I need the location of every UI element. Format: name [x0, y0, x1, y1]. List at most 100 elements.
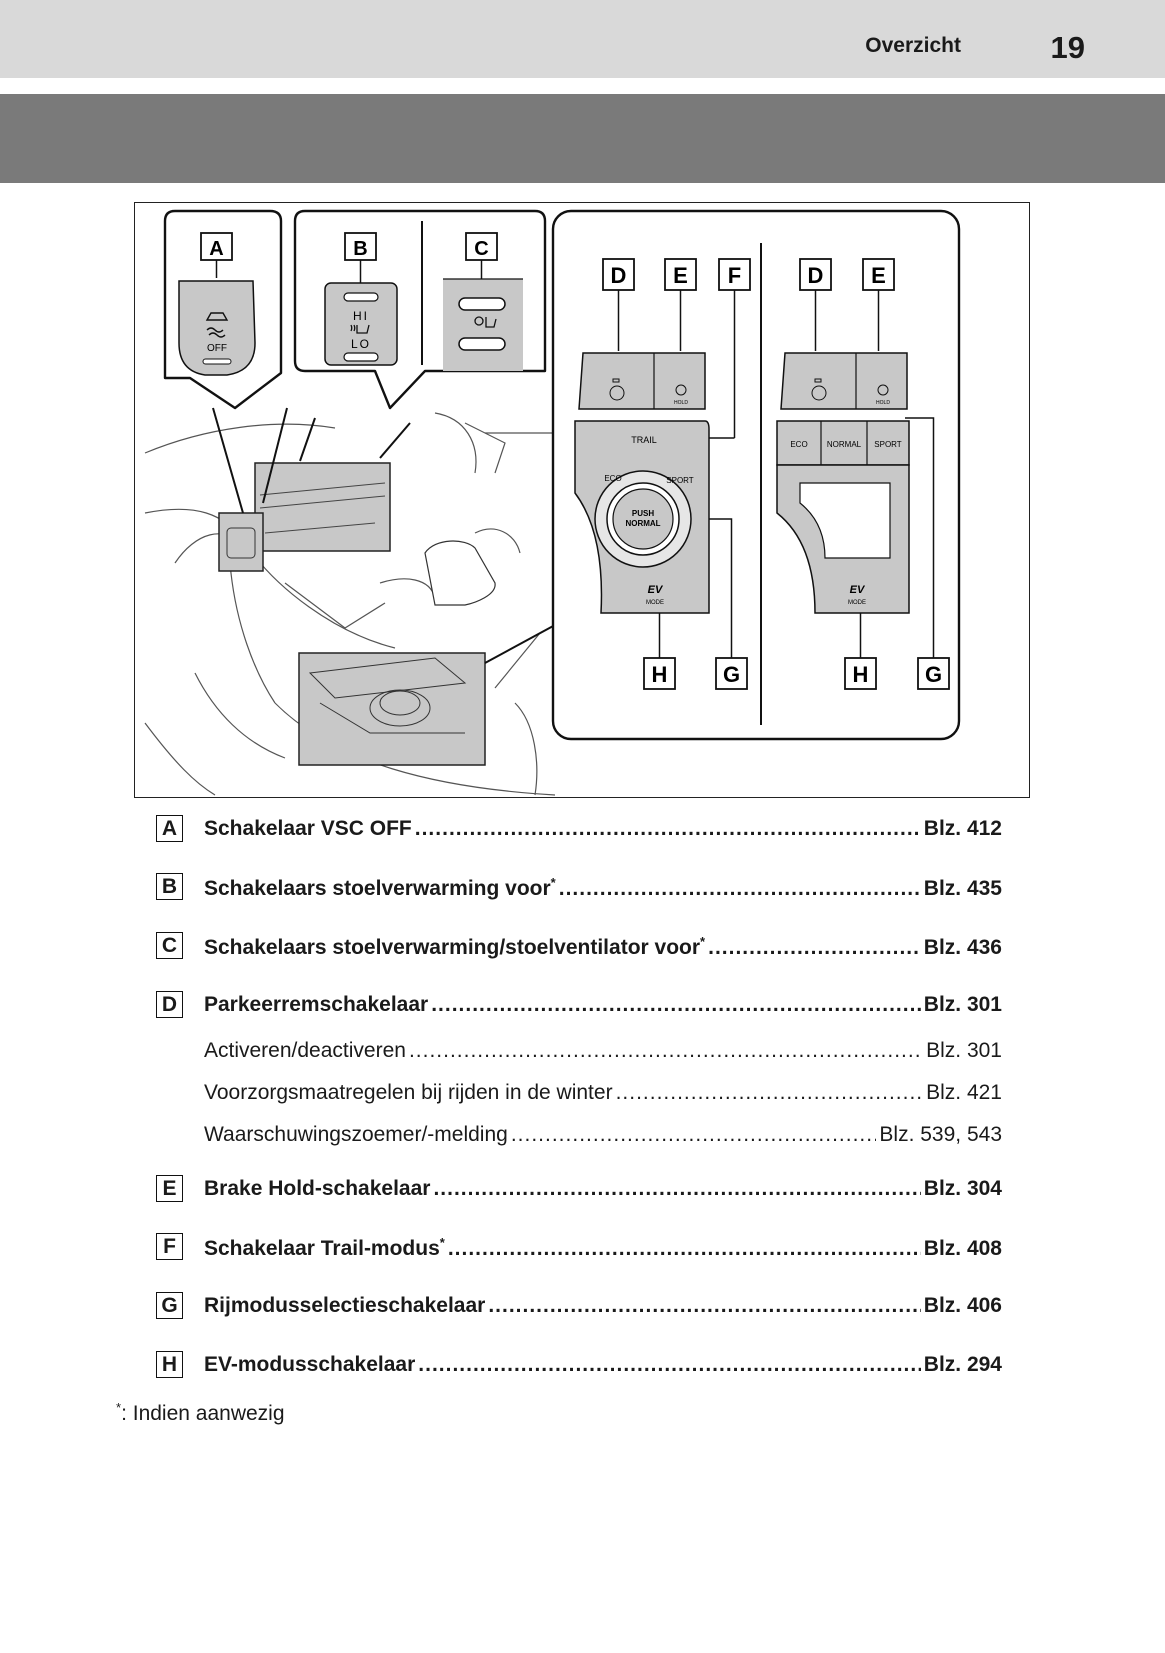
dot-leader [559, 877, 921, 901]
entry-label-text: Waarschuwingszoemer/-melding [204, 1123, 508, 1146]
dot-leader [409, 1039, 923, 1063]
entry-label-text: Schakelaar VSC OFF [204, 817, 412, 840]
entry-text: Schakelaar Trail-modus* Blz. 408 [204, 1235, 1002, 1261]
entry-text: EV-modusschakelaar Blz. 294 [204, 1353, 1002, 1377]
callout-c: C [474, 238, 488, 260]
lo-label: LO [351, 337, 371, 351]
callout-g-2: G [925, 662, 942, 687]
trail-label: TRAIL [631, 435, 657, 445]
entry-label-text: Schakelaars stoelverwarming/stoelventila… [204, 936, 701, 959]
push-label: PUSH [632, 509, 654, 518]
entry-badge: B [156, 873, 183, 900]
page-reference: Blz. 304 [923, 1177, 1002, 1200]
entry-text: Activeren/deactiveren Blz. 301 [204, 1039, 1002, 1063]
controls-illustration: A OFF B HI LO [134, 202, 1030, 798]
hold-label-2: HOLD [876, 400, 890, 406]
entry-label-text: Activeren/deactiveren [204, 1039, 406, 1062]
footnote-ref: * [700, 934, 706, 949]
entry-label: Waarschuwingszoemer/-melding [204, 1123, 508, 1147]
entry-label: EV-modusschakelaar [204, 1353, 415, 1377]
callout-h: H [652, 662, 668, 687]
page-reference: Blz. 539, 543 [879, 1123, 1002, 1146]
entry-label-text: EV-modusschakelaar [204, 1353, 416, 1376]
ev-label-2: EV [850, 584, 866, 596]
normal-button-label: NORMAL [827, 440, 862, 449]
entry-label: Voorzorgsmaatregelen bij rijden in de wi… [204, 1081, 613, 1105]
header-band [0, 94, 1165, 183]
page-reference: Blz. 412 [923, 817, 1002, 840]
section-title: Overzicht [865, 34, 961, 57]
entry-label: Brake Hold-schakelaar [204, 1177, 430, 1201]
page-reference: Blz. 408 [923, 1237, 1002, 1260]
callout-b: B [353, 238, 367, 260]
callout-g: G [723, 662, 740, 687]
eco-button-label: ECO [790, 440, 807, 449]
callout-e-2: E [871, 263, 886, 288]
entry-badge: D [156, 991, 183, 1018]
entry-text: RijmodusselectieschakelaarBlz. 406 [204, 1294, 1002, 1318]
dot-leader [511, 1123, 877, 1147]
page-reference: Blz. 436 [923, 936, 1002, 959]
footnote-ref: * [550, 875, 556, 890]
entry-text: Schakelaar VSC OFF Blz. 412 [204, 817, 1002, 841]
callout-h-2: H [853, 662, 869, 687]
dot-leader [418, 1353, 921, 1377]
entry-text: Voorzorgsmaatregelen bij rijden in de wi… [204, 1081, 1002, 1105]
dot-leader [488, 1294, 920, 1318]
entry-label: Parkeerremschakelaar [204, 993, 428, 1017]
entry-label-text: Brake Hold-schakelaar [204, 1177, 431, 1200]
callout-d: D [611, 263, 627, 288]
dot-leader [448, 1237, 921, 1261]
seat-heater-icon [350, 324, 370, 334]
callout-f: F [728, 263, 741, 288]
parking-brake-icon-2 [811, 378, 827, 401]
hi-label: HI [353, 309, 369, 323]
entry-label: Activeren/deactiveren [204, 1039, 406, 1063]
footnote-ref: * [439, 1235, 445, 1250]
entry-badge: F [156, 1233, 183, 1260]
entry-badge: E [156, 1175, 183, 1202]
footnote: *: Indien aanwezig [116, 1400, 285, 1426]
seat-ventilator-icon [474, 316, 497, 328]
entry-label-text: Rijmodusselectieschakelaar [204, 1294, 486, 1317]
dot-leader [616, 1081, 924, 1105]
page-reference: Blz. 421 [926, 1081, 1002, 1104]
dial-eco-label: ECO [604, 474, 621, 483]
entry-text: Schakelaars stoelverwarming voor* Blz. 43… [204, 875, 1002, 901]
entry-badge: G [156, 1292, 183, 1319]
callout-a: A [209, 238, 223, 260]
ev-label: EV [648, 584, 664, 596]
footnote-mark: * [116, 1400, 122, 1415]
mode-label-2: MODE [848, 600, 866, 606]
panel-right: D E F D E H G H G [551, 209, 961, 741]
entry-badge: C [156, 932, 183, 959]
entry-text: Parkeerremschakelaar Blz. 301 [204, 993, 1002, 1017]
entry-text: Schakelaars stoelverwarming/stoelventila… [204, 934, 1002, 960]
hold-label: HOLD [674, 400, 688, 406]
page-reference: Blz. 435 [923, 877, 1002, 900]
entry-label: Schakelaar VSC OFF [204, 817, 412, 841]
page-number: 19 [1050, 30, 1085, 65]
dial-sport-label: SPORT [666, 476, 694, 485]
page-reference: Blz. 294 [923, 1353, 1002, 1376]
page-reference: Blz. 301 [926, 1039, 1002, 1062]
parking-brake-icon [609, 378, 625, 401]
entry-badge: H [156, 1351, 183, 1378]
mode-label: MODE [646, 600, 664, 606]
panel-bc: B HI LO C [293, 209, 547, 410]
entry-text: Waarschuwingszoemer/-melding Blz. 539, 54… [204, 1123, 1002, 1147]
entry-label-text: Schakelaar Trail-modus [204, 1237, 440, 1260]
page-reference: Blz. 301 [923, 993, 1002, 1016]
sport-button-label: SPORT [874, 440, 902, 449]
callout-e: E [673, 263, 688, 288]
entry-label: Schakelaars stoelverwarming voor* [204, 875, 556, 901]
dial-normal-label: NORMAL [625, 519, 660, 528]
entry-label: Schakelaars stoelverwarming/stoelventila… [204, 934, 705, 960]
footnote-text: : Indien aanwezig [121, 1402, 285, 1425]
entry-label: Rijmodusselectieschakelaar [204, 1294, 485, 1318]
entry-label-text: Voorzorgsmaatregelen bij rijden in de wi… [204, 1081, 613, 1104]
dot-leader [708, 936, 921, 960]
brake-hold-icon-2 [877, 384, 889, 396]
vsc-skid-icon [205, 312, 229, 338]
dot-leader [431, 993, 921, 1017]
